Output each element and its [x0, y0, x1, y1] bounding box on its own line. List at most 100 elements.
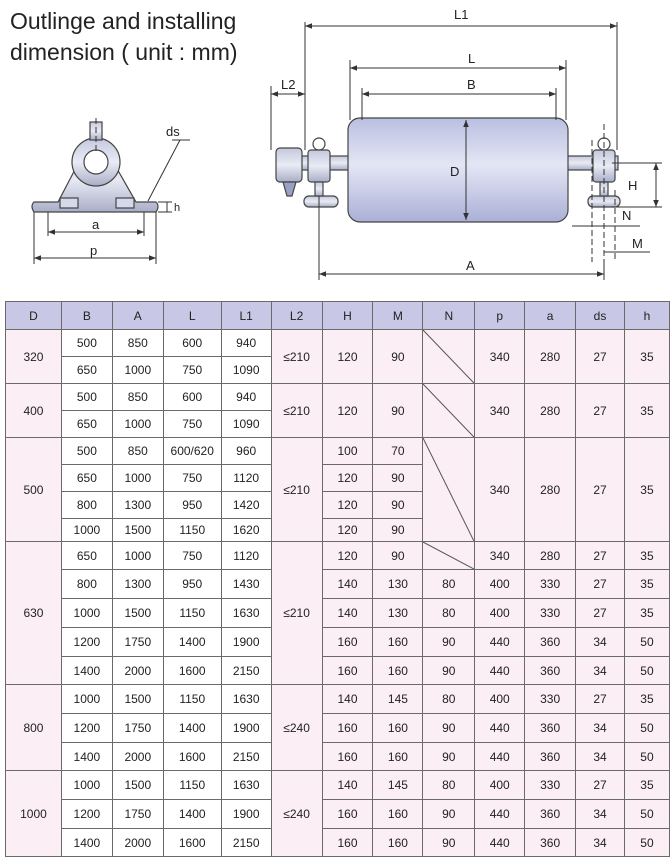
page-title: Outlinge and installing dimension ( unit… [10, 6, 238, 68]
cell-L: 600 [162, 383, 222, 411]
header-ds: ds [575, 301, 625, 330]
cell-B: 1000 [60, 770, 113, 800]
cell-H: 140 [321, 569, 374, 599]
cell-L1: 1120 [220, 464, 272, 492]
dimension-drawing: ds h a p [31, 7, 662, 280]
label-L2: L2 [281, 77, 295, 92]
cell-p: 400 [474, 770, 526, 800]
cell-L: 1600 [162, 656, 222, 685]
cell-B: 500 [60, 383, 113, 411]
cell-p: 340 [474, 383, 526, 438]
cell-L: 1150 [162, 518, 222, 542]
cell-A: 1750 [111, 627, 164, 657]
cell-h: 35 [623, 770, 670, 800]
label-a: a [92, 217, 100, 232]
cell-N-not-applicable [422, 437, 476, 542]
cell-H: 140 [321, 684, 374, 714]
cell-M: 160 [372, 627, 424, 657]
header-M: M [372, 301, 424, 330]
cell-L: 1600 [162, 742, 222, 771]
cell-D: 800 [5, 684, 62, 771]
cell-h: 50 [623, 799, 670, 829]
cell-N: 90 [422, 713, 476, 743]
cell-M: 70 [372, 437, 424, 465]
cell-L1: 940 [220, 329, 272, 357]
cell-ds: 34 [575, 742, 625, 771]
label-H: H [628, 178, 637, 193]
header-H: H [321, 301, 374, 330]
cell-H: 160 [321, 713, 374, 743]
cell-N-not-applicable [422, 329, 476, 384]
title-line-1: Outlinge and installing [10, 8, 237, 34]
cell-H: 140 [321, 598, 374, 628]
cell-L: 1150 [162, 684, 222, 714]
cell-N-not-applicable [422, 383, 476, 438]
cell-ds: 34 [575, 713, 625, 743]
cell-B: 1000 [60, 598, 113, 628]
cell-H: 120 [321, 541, 374, 570]
header-a: a [524, 301, 577, 330]
diagonal-slash [423, 438, 474, 541]
cell-A: 2000 [111, 828, 164, 857]
cell-a: 280 [524, 329, 577, 384]
cell-a: 280 [524, 541, 577, 570]
cell-ds: 27 [575, 598, 625, 628]
cell-ds: 27 [575, 541, 625, 570]
cell-ds: 27 [575, 437, 625, 542]
cell-p: 440 [474, 713, 526, 743]
cell-B: 1000 [60, 518, 113, 542]
header-D: D [5, 301, 62, 330]
cell-B: 650 [60, 464, 113, 492]
cell-h: 35 [623, 437, 670, 542]
cell-M: 160 [372, 742, 424, 771]
diagonal-slash [423, 384, 474, 437]
cell-L1: 1900 [220, 799, 272, 829]
cell-ds: 27 [575, 569, 625, 599]
cell-B: 650 [60, 541, 113, 570]
cell-L1: 1090 [220, 356, 272, 384]
cell-A: 1000 [111, 541, 164, 570]
cell-a: 360 [524, 656, 577, 685]
cell-h: 35 [623, 569, 670, 599]
cell-a: 360 [524, 627, 577, 657]
label-L: L [468, 51, 475, 66]
cell-L: 1150 [162, 598, 222, 628]
cell-L: 1150 [162, 770, 222, 800]
cell-h: 50 [623, 742, 670, 771]
cell-B: 1200 [60, 799, 113, 829]
label-L1: L1 [454, 7, 468, 22]
cell-B: 650 [60, 356, 113, 384]
cell-L: 750 [162, 410, 222, 438]
cell-A: 850 [111, 383, 164, 411]
cell-L1: 1630 [220, 598, 272, 628]
header-B: B [60, 301, 113, 330]
cell-H: 120 [321, 383, 374, 438]
cell-H: 160 [321, 828, 374, 857]
cell-L2: ≤240 [270, 684, 323, 771]
cell-B: 650 [60, 410, 113, 438]
cell-L: 750 [162, 541, 222, 570]
cell-L1: 960 [220, 437, 272, 465]
cell-ds: 27 [575, 329, 625, 384]
cell-a: 280 [524, 383, 577, 438]
cell-B: 1200 [60, 713, 113, 743]
cell-A: 850 [111, 437, 164, 465]
cell-L2: ≤240 [270, 770, 323, 857]
cell-M: 90 [372, 541, 424, 570]
cell-L2: ≤210 [270, 383, 323, 438]
cell-L: 1400 [162, 799, 222, 829]
cell-N: 80 [422, 569, 476, 599]
cell-M: 145 [372, 684, 424, 714]
cell-L1: 1420 [220, 491, 272, 519]
cell-L1: 1430 [220, 569, 272, 599]
cell-B: 1000 [60, 684, 113, 714]
cell-M: 145 [372, 770, 424, 800]
